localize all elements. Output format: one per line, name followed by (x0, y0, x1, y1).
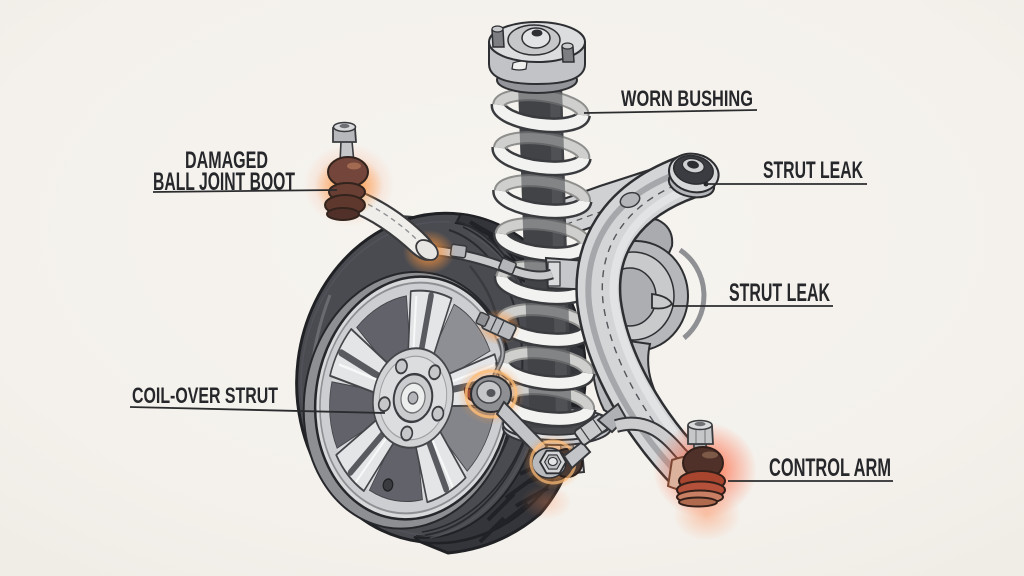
svg-text:CONTROL ARM: CONTROL ARM (769, 454, 891, 482)
svg-text:STRUT LEAK: STRUT LEAK (729, 279, 830, 307)
svg-text:BALL JOINT BOOT: BALL JOINT BOOT (153, 168, 295, 196)
svg-text:STRUT LEAK: STRUT LEAK (763, 157, 863, 184)
svg-text:COIL-OVER STRUT: COIL-OVER STRUT (132, 383, 278, 408)
svg-text:WORN BUSHING: WORN BUSHING (621, 86, 753, 111)
svg-text:DAMAGED: DAMAGED (185, 147, 268, 174)
